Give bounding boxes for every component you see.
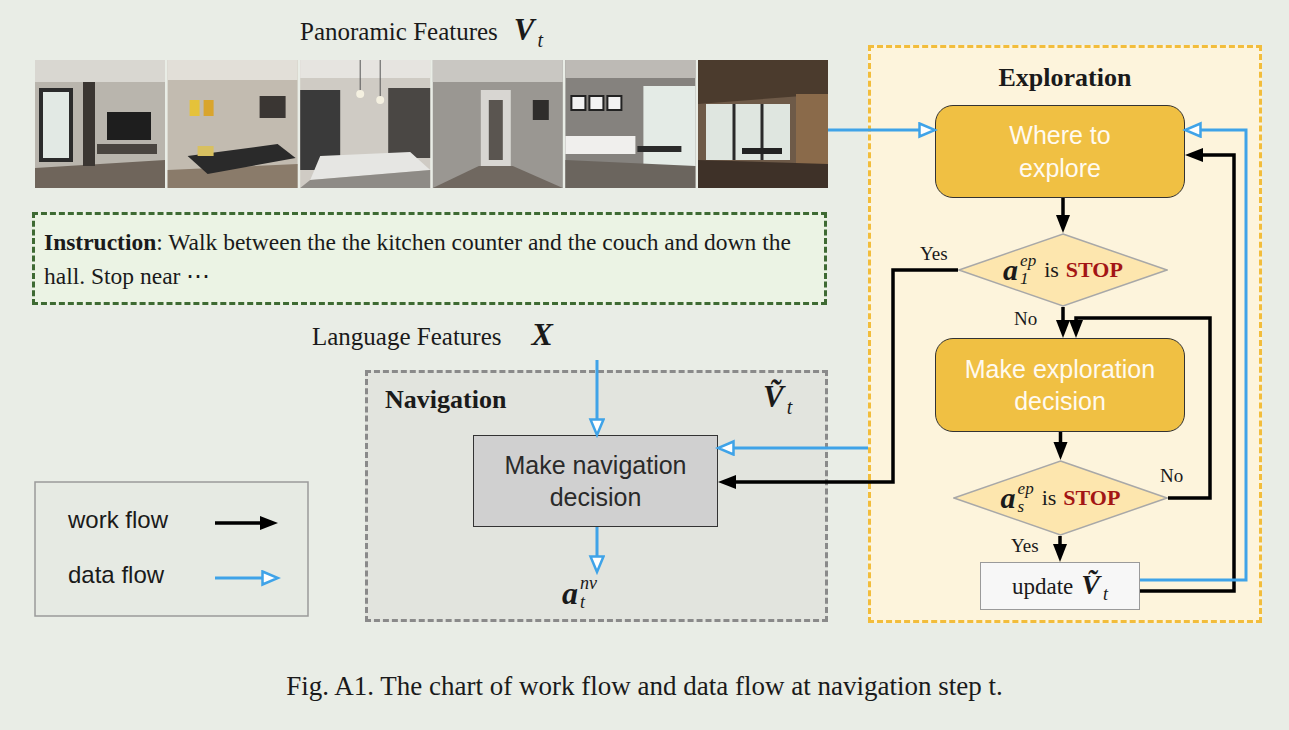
edge-label: Yes — [920, 243, 948, 265]
box-text: Where to explore — [984, 119, 1136, 184]
edge-label: No — [1160, 465, 1183, 487]
data-label: Language Features X — [312, 318, 553, 351]
superscript: ep — [1020, 252, 1036, 270]
subscript: s — [1018, 498, 1034, 516]
math-symbol: a — [1003, 255, 1018, 285]
work-flow-connector — [1059, 432, 1063, 450]
panorama-heading: Panoramic FeaturesVt — [300, 14, 543, 46]
data-flow-arrow — [596, 527, 599, 562]
panorama-panel — [300, 60, 430, 188]
exploration-group: ExplorationWhere to exploreaep1isSTOPMak… — [868, 45, 1262, 623]
work-flow-connector — [728, 270, 958, 482]
diamond-shape — [954, 461, 1167, 535]
math-symbol: V — [514, 14, 535, 45]
group-title: Navigation — [385, 385, 506, 414]
math-scripts: eps — [1018, 480, 1034, 516]
instruction-body: : Walk between the the kitchen counter a… — [44, 229, 791, 289]
decision-text: aepsisSTOP — [953, 460, 1168, 536]
work-flow-connector — [1140, 155, 1234, 591]
heading-text: Panoramic Features — [300, 18, 498, 46]
group-heading: Navigation — [385, 385, 506, 415]
process-box: Make exploration decision — [935, 338, 1185, 432]
math-symbol: a — [562, 577, 578, 609]
math-symbol: Ṽ — [763, 381, 784, 412]
panorama-panel — [168, 60, 298, 188]
diamond-outline — [958, 233, 1168, 307]
subscript: t — [787, 396, 793, 419]
instruction-box: Instruction: Walk between the the kitche… — [32, 212, 827, 305]
group-heading: Exploration — [871, 63, 1259, 93]
subscript: 1 — [1020, 270, 1036, 288]
subscript: t — [580, 593, 597, 612]
work-flow-connector — [1061, 307, 1065, 328]
subscript: t — [538, 29, 544, 52]
math-scripts: nvt — [580, 574, 597, 612]
edge-label: No — [1014, 308, 1037, 330]
work-flow-connector — [1061, 198, 1065, 223]
decision-diamond: aepsisSTOP — [953, 460, 1168, 536]
panorama-panel — [698, 60, 828, 188]
decision-diamond: aep1 is STOP — [958, 233, 1168, 307]
label-text: Language Features — [312, 323, 502, 351]
data-flow-connector — [728, 447, 868, 450]
panorama-strip — [35, 60, 828, 188]
box-text: Make navigation decision — [492, 449, 699, 514]
math-symbol: a — [1001, 483, 1016, 513]
panorama-panel — [565, 60, 695, 188]
process-box: Where to explore — [935, 105, 1185, 198]
diamond-shape — [959, 234, 1167, 306]
math-symbol: X — [532, 318, 553, 350]
box-text: Make exploration decision — [944, 353, 1176, 418]
decision-text: aep1 is STOP — [958, 233, 1168, 307]
superscript: ep — [1018, 480, 1034, 498]
process-box: Make navigation decision — [473, 435, 718, 527]
decision-keyword: STOP — [1063, 485, 1120, 511]
instruction-label: Instruction — [44, 229, 156, 255]
group-symbol: Ṽt — [763, 381, 792, 412]
math-symbol: Ṽ — [1081, 571, 1100, 599]
panorama-image: Panoramic Features Vt — [35, 14, 828, 188]
work-flow-connector — [1076, 318, 1210, 498]
data-flow-arrow — [596, 360, 599, 425]
legend-text: data flow — [68, 561, 164, 589]
update-box: update Ṽt — [980, 562, 1140, 610]
instruction-text: Instruction: Walk between the the kitche… — [44, 225, 815, 293]
decision-word: is — [1042, 485, 1057, 511]
diamond-outline — [953, 460, 1168, 536]
edge-label: Yes — [1011, 535, 1039, 557]
superscript: nv — [580, 574, 597, 593]
group-title: Exploration — [999, 63, 1132, 92]
work-flow-connector — [1058, 536, 1062, 552]
legend-sample-arrow — [215, 521, 268, 525]
panorama-panel — [433, 60, 563, 188]
legend-box — [35, 482, 308, 616]
data-flow-connector — [1140, 130, 1246, 580]
decision-word: is — [1044, 257, 1059, 283]
panorama-panel — [35, 60, 165, 188]
figure-caption: Fig. A1. The chart of work flow and data… — [0, 671, 1289, 702]
subscript: t — [1103, 584, 1108, 605]
output-label: anvt — [562, 574, 597, 612]
legend-sample-arrow — [215, 577, 268, 580]
legend-text: work flow — [68, 506, 168, 534]
box-text: update — [1012, 574, 1073, 600]
math-scripts: ep1 — [1020, 252, 1036, 288]
decision-keyword: STOP — [1066, 257, 1123, 283]
data-flow-connector — [828, 129, 925, 132]
